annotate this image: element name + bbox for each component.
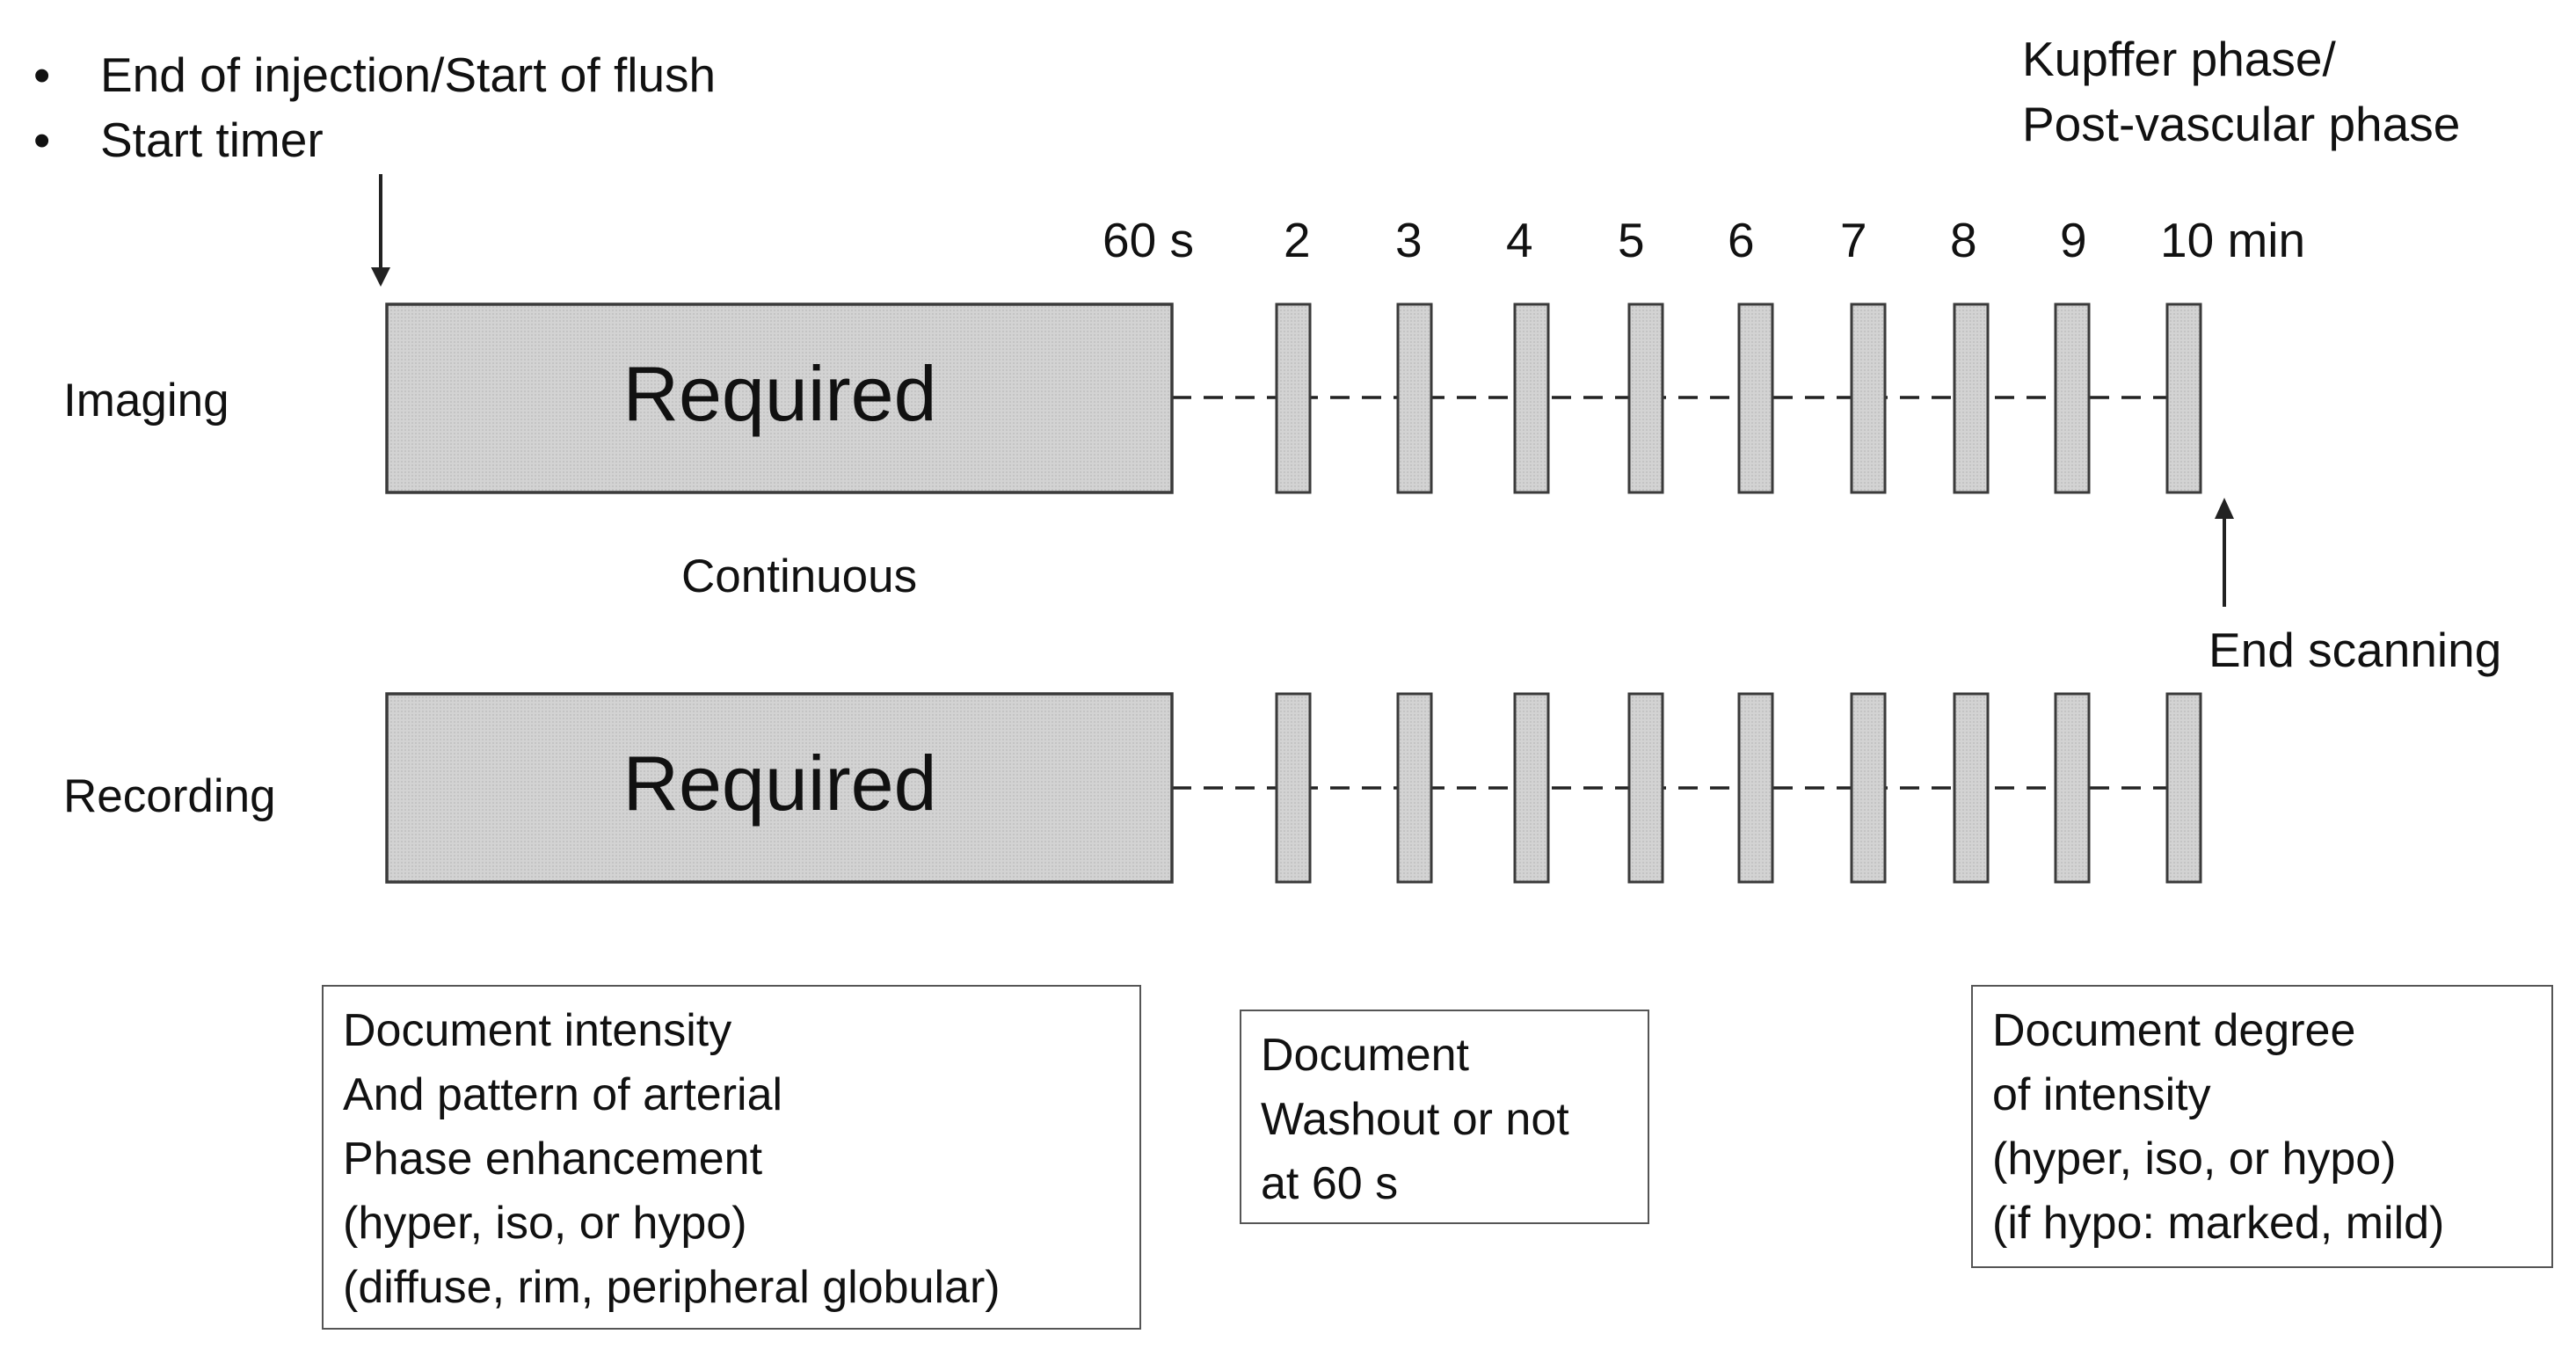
kupffer-label-line: Post-vascular phase (2022, 97, 2461, 151)
recording-minute-bars (1275, 692, 2202, 884)
note-line: (if hypo: marked, mild) (1992, 1198, 2445, 1249)
note-line: (hyper, iso, or hypo) (343, 1198, 747, 1249)
time-label-3: 3 (1395, 213, 1423, 267)
end-scanning-label: End scanning (2209, 623, 2502, 677)
note-line: Document intensity (343, 1005, 732, 1056)
row-label-imaging: Imaging (63, 375, 229, 426)
time-label-6: 6 (1728, 213, 1755, 267)
note-line: And pattern of arterial (343, 1069, 783, 1120)
recording-bar-8 (1953, 692, 1990, 884)
recording-bar-7 (1850, 692, 1887, 884)
end-scanning-arrow-head (2215, 498, 2234, 519)
imaging-required-text: Required (622, 350, 936, 437)
washout-note: Document Washout or not at 60 s (1240, 1010, 1649, 1224)
imaging-bar-7 (1850, 303, 1887, 494)
imaging-required-box (385, 303, 1174, 494)
row-label-recording: Recording (63, 770, 276, 822)
time-label-8: 8 (1950, 213, 1977, 267)
note-line: at 60 s (1261, 1158, 1399, 1209)
note-line: Phase enhancement (343, 1134, 763, 1185)
note-line: Washout or not (1261, 1094, 1569, 1145)
kupffer-label-line: Kupffer phase/ (2022, 32, 2336, 86)
recording-bar-6 (1737, 692, 1774, 884)
recording-bar-2 (1275, 692, 1312, 884)
time-label-5: 5 (1618, 213, 1645, 267)
imaging-bar-5 (1627, 303, 1664, 494)
imaging-bar-6 (1737, 303, 1774, 494)
time-label-10min: 10 min (2160, 213, 2306, 267)
recording-bar-4 (1513, 692, 1550, 884)
bullet-item: •Start timer (33, 113, 324, 167)
note-line: (hyper, iso, or hypo) (1992, 1134, 2397, 1185)
bullet-list: •End of injection/Start of flush •Start … (33, 42, 716, 172)
time-label-9: 9 (2060, 213, 2087, 267)
imaging-bar-3 (1396, 303, 1433, 494)
injection-arrow-head (371, 267, 390, 287)
time-label-4: 4 (1506, 213, 1533, 267)
kupffer-phase-label: Kupffer phase/ Post-vascular phase (2022, 26, 2460, 157)
recording-bar-3 (1396, 692, 1433, 884)
kupffer-phase-note: Document degree of intensity (hyper, iso… (1971, 985, 2553, 1268)
note-line: Document degree (1992, 1005, 2356, 1056)
imaging-bar-2 (1275, 303, 1312, 494)
time-label-60s: 60 s (1102, 213, 1194, 267)
recording-bar-9 (2054, 692, 2091, 884)
imaging-bar-10 (2165, 303, 2202, 494)
imaging-bar-9 (2054, 303, 2091, 494)
time-label-2: 2 (1284, 213, 1311, 267)
recording-bar-5 (1627, 692, 1664, 884)
imaging-bar-8 (1953, 303, 1990, 494)
note-line: of intensity (1992, 1069, 2211, 1120)
note-line: (diffuse, rim, peripheral globular) (343, 1262, 1001, 1313)
note-line: Document (1261, 1030, 1469, 1081)
imaging-minute-bars (1275, 303, 2202, 494)
recording-bar-10 (2165, 692, 2202, 884)
imaging-bar-4 (1513, 303, 1550, 494)
bullet-text: End of injection/Start of flush (100, 47, 717, 102)
bullet-item: •End of injection/Start of flush (33, 47, 717, 102)
recording-required-box (385, 692, 1174, 884)
recording-required-text: Required (622, 740, 936, 827)
time-label-7: 7 (1840, 213, 1867, 267)
continuous-label: Continuous (681, 550, 918, 602)
arterial-phase-note: Document intensity And pattern of arteri… (322, 985, 1141, 1330)
bullet-text: Start timer (100, 113, 324, 167)
